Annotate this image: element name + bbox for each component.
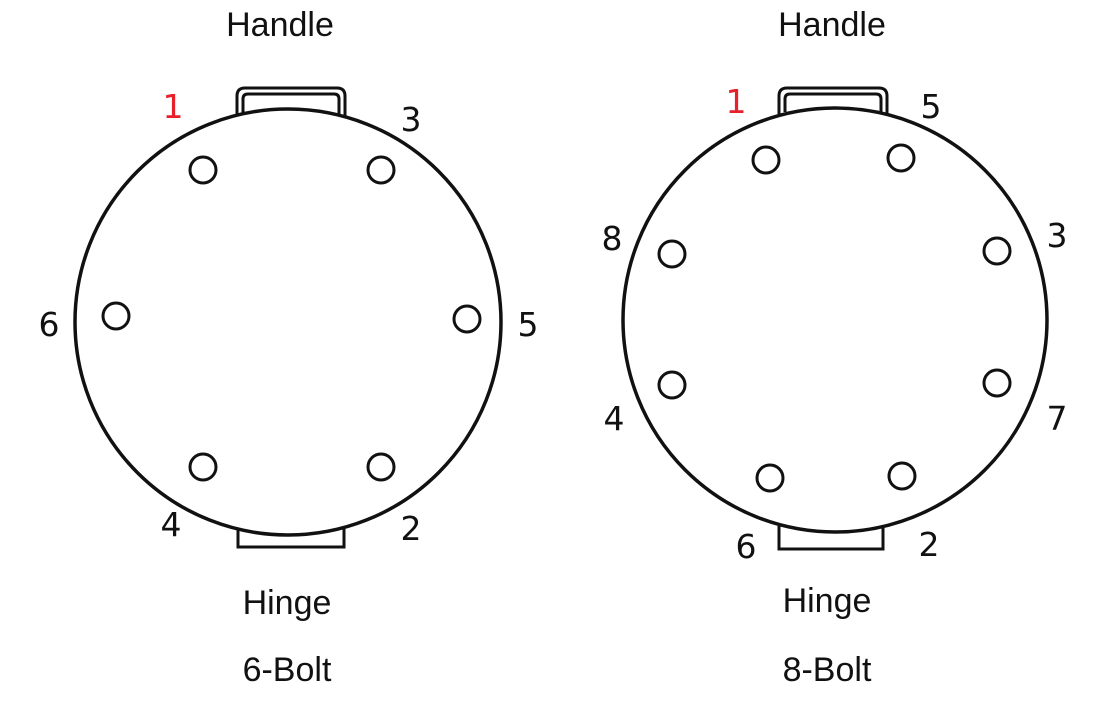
- six-bolt-handle-label: Handle: [226, 6, 334, 44]
- bolt-hole: [982, 236, 1012, 266]
- bolt-hole: [657, 239, 687, 269]
- bolt-hole: [366, 155, 396, 185]
- six-bolt-plate: [73, 107, 503, 537]
- bolt-sequence-number: 4: [604, 399, 625, 438]
- six-bolt-handle: [235, 86, 347, 116]
- bolt-sequence-number: 3: [401, 100, 422, 139]
- bolt-hole: [366, 452, 396, 482]
- bolt-sequence-number: 7: [1047, 399, 1068, 438]
- bolt-sequence-number: 6: [736, 527, 757, 566]
- bolt-sequence-number: 1: [726, 82, 747, 121]
- bolt-sequence-number: 2: [401, 509, 422, 548]
- bolt-hole: [188, 155, 218, 185]
- bolt-sequence-number: 5: [518, 305, 539, 344]
- bolt-sequence-number: 4: [161, 505, 182, 544]
- bolt-hole: [188, 452, 218, 482]
- eight-bolt-caption: 8-Bolt: [783, 651, 872, 689]
- bolt-hole: [887, 461, 917, 491]
- bolt-sequence-number: 8: [602, 219, 623, 258]
- six-bolt-hinge: [236, 516, 346, 549]
- bolt-hole: [101, 301, 131, 331]
- eight-bolt-hinge: [777, 517, 885, 551]
- bolt-hole: [657, 370, 687, 400]
- bolt-hole: [886, 143, 916, 173]
- bolt-hole: [755, 463, 785, 493]
- eight-bolt-diagram: Handle 1 5 3 7 2 6 4 8 Hinge 8-Bolt: [602, 6, 1068, 689]
- eight-bolt-handle: [777, 86, 889, 114]
- bolt-sequence-number: 2: [919, 525, 940, 564]
- six-bolt-hinge-label: Hinge: [243, 584, 332, 622]
- bolt-sequence-number: 6: [39, 305, 60, 344]
- bolt-sequence-number: 5: [921, 87, 942, 126]
- bolt-hole: [982, 368, 1012, 398]
- eight-bolt-hinge-label: Hinge: [783, 582, 872, 620]
- six-bolt-caption: 6-Bolt: [243, 651, 332, 689]
- bolt-sequence-number: 3: [1047, 216, 1068, 255]
- eight-bolt-handle-label: Handle: [778, 6, 886, 44]
- six-bolt-diagram: Handle 1 3 5 2 4 6 Hinge 6-Bolt: [39, 6, 539, 689]
- eight-bolt-plate: [621, 106, 1049, 534]
- bolt-sequence-number: 1: [163, 87, 184, 126]
- bolt-hole: [452, 304, 482, 334]
- bolt-hole: [751, 145, 781, 175]
